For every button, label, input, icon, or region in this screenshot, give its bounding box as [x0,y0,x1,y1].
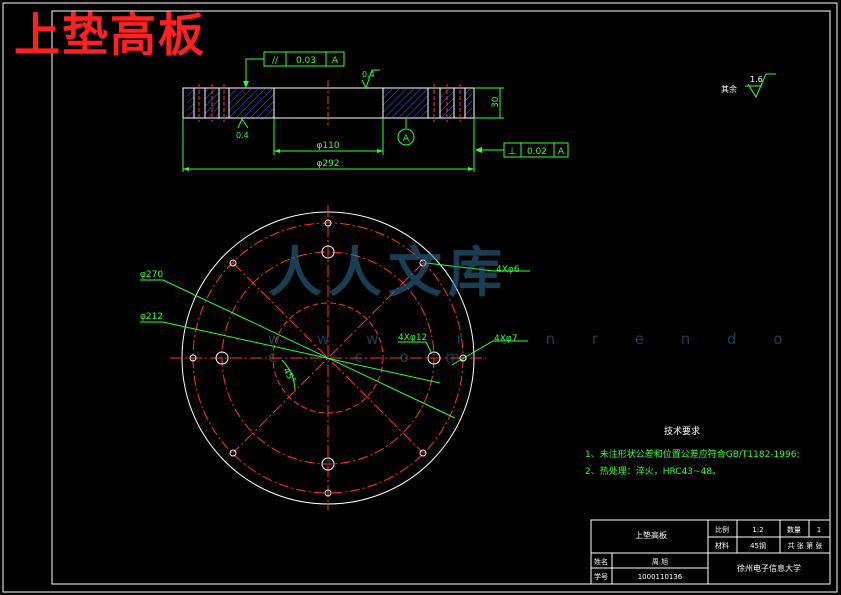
svg-text:1000110136: 1000110136 [638,573,683,581]
hole-7-right [459,354,467,362]
hole-6-br [419,449,427,457]
drawing-title: 上垫高板 [14,8,206,62]
label-d212: φ212 [140,312,163,322]
diagonal-centerline-2 [232,262,424,454]
tech-req-heading: 技术要求 [664,425,700,437]
svg-text:30: 30 [491,96,501,108]
tech-req-item-2: 2、热处理：淬火，HRC43~48。 [585,465,721,477]
label-holes-6: 4Xφ6 [496,265,520,275]
surface-roughness-note: 其余 1.6 [721,73,776,99]
section-hatch-right [383,89,428,117]
svg-text:上垫高板: 上垫高板 [635,530,667,540]
section-hatch-left [229,89,274,117]
svg-text:A: A [558,147,565,157]
section-hatch-edge-right [465,89,472,117]
title-block-text: 上垫高板 比例 1:2 数量 1 材料 45钢 共 张 第 张 姓名 周 旭 学… [594,525,822,581]
watermark-logo: 人人文库 [268,241,508,304]
hole-12-left [215,351,229,365]
hole-6-bl [229,449,237,457]
hole-12-right [427,351,441,365]
tech-req-item-1: 1、未注形状公差和位置公差应符合GB/T1182-1996; [585,448,800,460]
svg-text:周 旭: 周 旭 [652,557,668,566]
hole-7-left [189,354,197,362]
svg-text:φ110: φ110 [316,141,339,151]
technical-requirements: 技术要求 1、未注形状公差和位置公差应符合GB/T1182-1996; 2、热处… [585,425,800,477]
section-hatch-edge-left [187,89,194,117]
section-view: // 0.03 A 0.4 0.4 30 A [182,51,569,172]
title-block [590,519,831,585]
svg-text:比例: 比例 [715,525,729,534]
plan-view: φ270 φ212 4Xφ12 4Xφ6 4Xφ7 45° [140,205,530,510]
thickness-dimension: 30 [474,87,504,119]
label-d270: φ270 [140,270,163,280]
svg-text:徐州电子信息大学: 徐州电子信息大学 [737,563,801,573]
roughness-symbol-top: 0.4 [361,69,380,90]
svg-text:1.6: 1.6 [750,75,763,84]
hole-12-top [321,245,335,259]
svg-text:共 张 第 张: 共 张 第 张 [788,541,823,550]
dimension-dia-292: φ292 [182,118,475,172]
svg-text:材料: 材料 [715,541,729,550]
watermark-url: w w w . r e n r e n d o c . c o m [268,330,799,366]
label-holes-12: 4Xφ12 [398,333,427,343]
svg-text:0.02: 0.02 [527,147,547,157]
leader-lines [140,262,530,419]
svg-text:0.03: 0.03 [296,56,316,66]
svg-text:A: A [403,134,410,144]
svg-text:1: 1 [817,526,821,534]
svg-text:A: A [332,56,339,66]
hole-6-tl [229,259,237,267]
hole-7-bottom [324,489,332,497]
svg-text:0.4: 0.4 [236,131,249,140]
svg-text:其余: 其余 [721,84,737,94]
svg-text:⊥: ⊥ [508,146,517,157]
dimension-dia-110: φ110 [273,118,384,155]
parallelism-tolerance-frame: // 0.03 A [243,51,345,88]
hole-7-top [324,219,332,227]
datum-a-marker: A [397,118,415,146]
svg-text:0.4: 0.4 [362,70,375,79]
svg-text:φ292: φ292 [316,159,339,169]
svg-text:45钢: 45钢 [750,541,766,550]
sheet-inner-border [51,10,831,585]
svg-text://: // [272,56,279,66]
label-holes-7: 4Xφ7 [494,334,518,344]
roughness-symbol-bottom: 0.4 [236,117,249,140]
hole-12-bottom [321,457,335,471]
svg-text:姓名: 姓名 [594,557,608,566]
svg-text:学号: 学号 [594,572,608,581]
svg-text:1:2: 1:2 [752,526,763,534]
perpendicularity-tolerance-frame: ⊥ 0.02 A [475,142,569,158]
svg-text:数量: 数量 [787,525,801,534]
diagonal-centerline-1 [232,262,424,454]
